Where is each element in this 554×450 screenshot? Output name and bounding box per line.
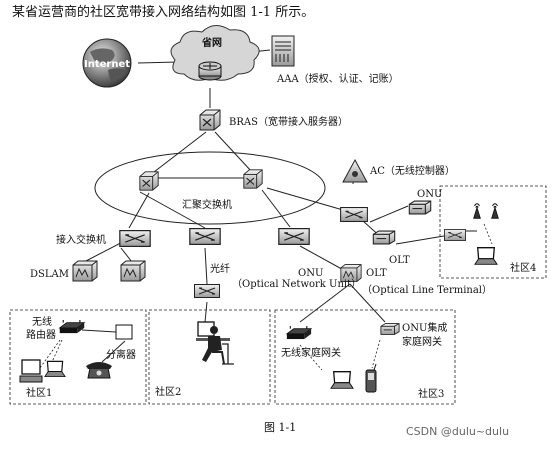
- bras-icon: [199, 109, 221, 131]
- community3-laptop-icon: [330, 370, 354, 390]
- internet-label: Internet: [84, 59, 130, 70]
- bras-label: BRAS（宽带接入服务器）: [229, 115, 348, 128]
- aggregation-switch-olt-icon: [340, 207, 368, 222]
- community3-label: 社区3: [418, 387, 444, 400]
- dslam-label: DSLAM: [30, 269, 69, 280]
- wireless-router-icon: [59, 320, 85, 334]
- aggregation-ellipse: [94, 151, 326, 225]
- community4-label: 社区4: [510, 261, 536, 274]
- wireless-router-label-line2: 路由器: [26, 328, 56, 341]
- community4-frame: [439, 185, 547, 279]
- dslam-second-icon: [120, 260, 146, 282]
- intro-text: 某省运营商的社区宽带接入网络结构如图 1-1 所示。: [12, 5, 315, 20]
- olt-right-icon: [372, 230, 396, 245]
- community3-switch-icon: [278, 228, 310, 245]
- figure-caption: 图 1-1: [264, 421, 297, 434]
- telephone-icon: [86, 362, 112, 379]
- community4-ap-right-icon: [491, 203, 499, 219]
- onu-mid-label: ONU: [298, 268, 323, 279]
- onu-integrated-label-line1: ONU集成: [402, 321, 447, 334]
- splitter-label: 分离器: [106, 348, 136, 361]
- ac-controller-icon: [342, 158, 368, 183]
- wireless-links: [39, 223, 493, 371]
- community2-fiber-switch-icon: [194, 284, 220, 298]
- home-gateway-label: 无线家庭网关: [281, 346, 341, 359]
- community1-desktop-icon: [19, 359, 43, 383]
- onu-integrated-gateway-icon: [380, 323, 400, 335]
- ac-label: AC（无线控制器）: [369, 164, 455, 177]
- community1-frame: [9, 309, 147, 405]
- splitter-icon: [115, 324, 133, 340]
- community1-label: 社区1: [26, 386, 52, 399]
- aggregation-switch-right-icon: [243, 169, 263, 189]
- watermark: CSDN @dulu~dulu: [406, 425, 510, 438]
- dslam-icon: [72, 260, 98, 282]
- aaa-server-icon: [271, 35, 295, 67]
- access-switch-label: 接入交换机: [56, 233, 106, 246]
- community2-switch-icon: [189, 228, 221, 245]
- community4-laptop-icon: [474, 246, 498, 266]
- aggregation-switch-left-icon: [139, 171, 159, 191]
- olt-full-label: （Optical Line Terminal）: [362, 284, 492, 296]
- olt-right-label: OLT: [389, 255, 410, 266]
- core-router-icon: [198, 61, 222, 81]
- fiber-label: 光纤: [210, 262, 230, 275]
- onu-full-label: （Optical Network Unit）: [232, 278, 361, 290]
- community2-label: 社区2: [155, 385, 181, 398]
- mobile-phone-icon: [365, 363, 377, 393]
- community4-ap-left-icon: [473, 203, 481, 219]
- community2-frame: [148, 309, 271, 405]
- community1-laptop-icon: [44, 360, 66, 378]
- community2-user-workstation-icon: [196, 321, 234, 365]
- provincial-network-label: 省网: [201, 36, 222, 49]
- wireless-router-label-line1: 无线: [32, 315, 52, 328]
- access-switch-icon: [119, 230, 151, 247]
- aggregation-switch-label: 汇聚交换机: [182, 198, 232, 211]
- provincial-network-cloud-icon: [170, 25, 260, 81]
- onu-top-icon: [408, 200, 432, 215]
- aaa-label: AAA（授权、认证、记账）: [276, 72, 399, 85]
- olt-mid-label: OLT: [366, 268, 387, 279]
- onu-top-label: ONU: [417, 189, 442, 200]
- internet-globe-icon: [82, 38, 132, 88]
- community4-switch-icon: [444, 229, 466, 241]
- home-gateway-icon: [286, 326, 312, 340]
- community3-frame: [274, 309, 456, 405]
- onu-integrated-label-line2: 家庭网关: [402, 335, 442, 348]
